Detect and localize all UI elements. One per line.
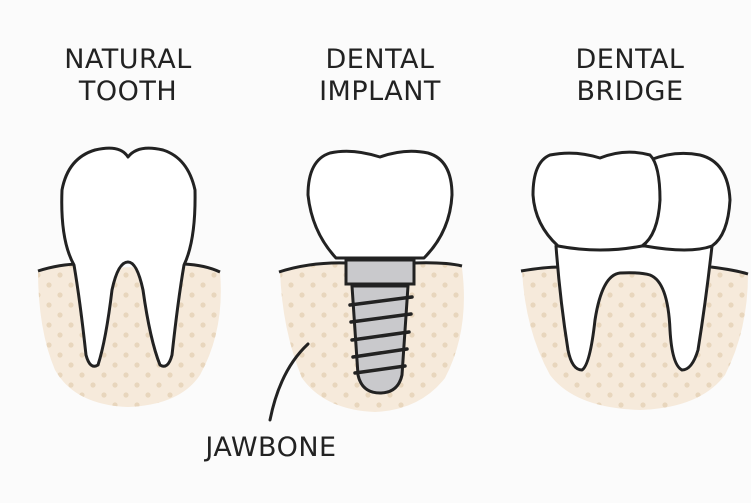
dental-implant-illustration bbox=[268, 149, 464, 422]
bridge-crown-right bbox=[643, 151, 732, 252]
natural-tooth-illustration bbox=[37, 146, 221, 407]
title-line: BRIDGE bbox=[576, 76, 684, 107]
title-line: NATURAL bbox=[64, 44, 192, 75]
implant-crown bbox=[306, 149, 454, 260]
natural-tooth-title: NATURAL TOOTH bbox=[28, 44, 228, 108]
title-line: IMPLANT bbox=[319, 76, 441, 107]
bridge-roots bbox=[554, 244, 714, 372]
title-line: DENTAL bbox=[575, 44, 685, 75]
dental-bridge-illustration bbox=[520, 150, 749, 410]
title-line: TOOTH bbox=[78, 76, 178, 107]
jawbone-callout-line bbox=[268, 342, 310, 422]
dental-implant-title: DENTAL IMPLANT bbox=[280, 44, 480, 108]
jawbone-label: JAWBONE bbox=[205, 432, 337, 463]
implant-abutment bbox=[344, 258, 416, 286]
natural-tooth bbox=[60, 146, 197, 368]
dental-bridge-title: DENTAL BRIDGE bbox=[530, 44, 730, 108]
title-line: DENTAL bbox=[325, 44, 435, 75]
bridge-crown-left bbox=[531, 150, 662, 252]
